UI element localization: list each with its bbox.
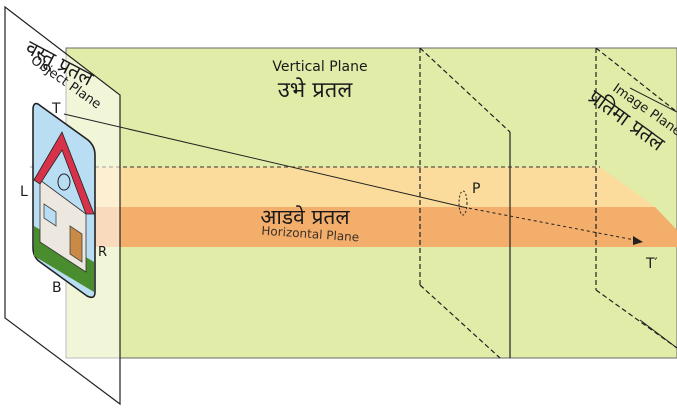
roof	[33, 131, 95, 215]
horizontal-plane-strip	[80, 207, 677, 247]
point-L-label: L	[20, 184, 28, 200]
round-window	[57, 173, 71, 191]
horizontal-plane-label-mr: आडवे प्रतल	[260, 205, 350, 229]
point-P-label: P	[472, 181, 480, 197]
vertical-plane-label-en: Vertical Plane	[272, 59, 367, 75]
horizontal-plane-label-en: Horizontal Plane	[261, 224, 360, 245]
house-object	[32, 102, 96, 299]
image-plane-bottom-solid	[639, 319, 677, 349]
point-B-label: B	[52, 280, 62, 296]
pinhole	[458, 190, 468, 216]
point-T-prime-label: T′	[645, 256, 658, 272]
point-R-label: R	[98, 245, 107, 260]
arrow-head	[633, 236, 643, 245]
image-plane-top-solid	[629, 87, 677, 113]
vertical-plane-label-mr: उभे प्रतल	[278, 77, 354, 103]
square-window	[43, 203, 57, 227]
projection-line-solid	[63, 113, 464, 208]
image-plane-top	[595, 47, 677, 113]
point-T-label: T	[51, 101, 61, 117]
projection-line-dotted	[462, 206, 641, 242]
picture-plane-top	[419, 47, 511, 133]
picture-plane-bottom	[419, 284, 501, 359]
horizontal-plane-far	[74, 167, 655, 207]
door	[69, 225, 83, 263]
